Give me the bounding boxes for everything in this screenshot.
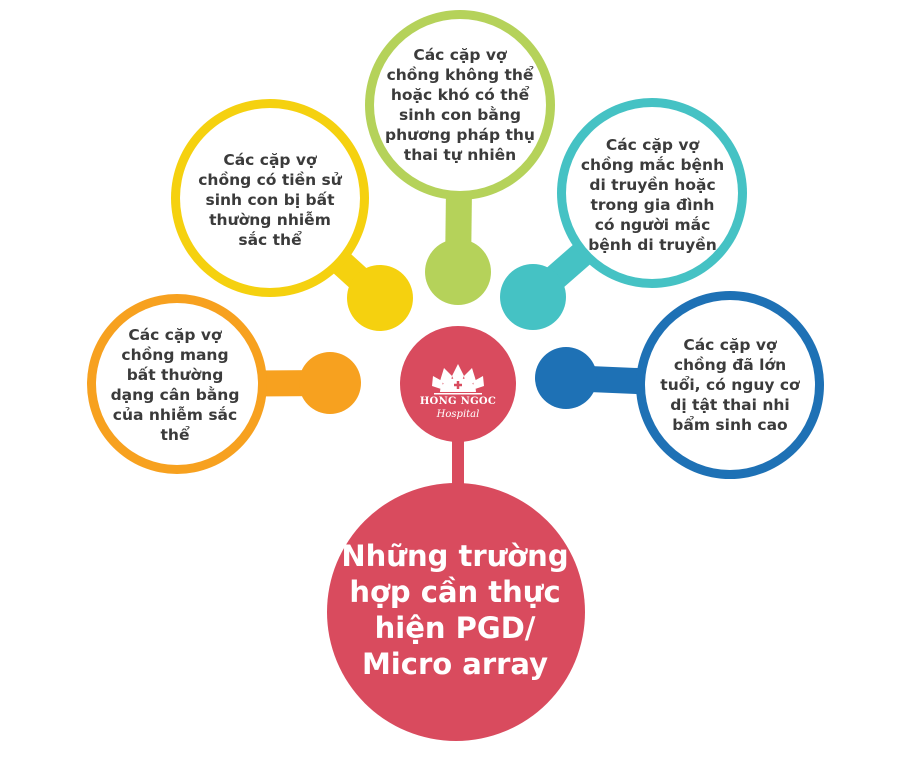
- connector-blob-0: [299, 352, 361, 414]
- hospital-logo: HONG NGOC Hospital: [400, 326, 516, 442]
- center-title: Những trường hợp cần thực hiện PGD/ Micr…: [341, 539, 569, 681]
- item-inner-4: [645, 300, 815, 470]
- center-stem: [452, 430, 464, 500]
- connector-blob-1: [347, 265, 413, 331]
- connector-blob-3: [500, 264, 566, 330]
- item-green-text: Các cặp vợ chồng không thể hoặc khó có t…: [385, 46, 535, 164]
- item-inner-3: [566, 107, 738, 279]
- center-circle: [327, 483, 585, 741]
- connector-blob-4: [535, 347, 597, 409]
- item-yellow-text: Các cặp vợ chồng có tiền sử sinh con bị …: [198, 151, 342, 249]
- lotus-icon: [432, 364, 484, 395]
- item-inner-2: [374, 19, 546, 191]
- logo-sub: Hospital: [436, 409, 480, 420]
- logo-name: HONG NGOC: [419, 396, 497, 407]
- connector-blob-2: [425, 239, 491, 305]
- item-blue-text: Các cặp vợ chồng đã lớn tuổi, có nguy cơ…: [660, 336, 800, 434]
- item-inner-0: [96, 303, 258, 465]
- item-inner-1: [180, 108, 360, 288]
- item-teal-text: Các cặp vợ chồng mắc bệnh di truyền hoặc…: [580, 136, 725, 254]
- item-orange-text: Các cặp vợ chồng mang bất thường dạng câ…: [110, 326, 240, 444]
